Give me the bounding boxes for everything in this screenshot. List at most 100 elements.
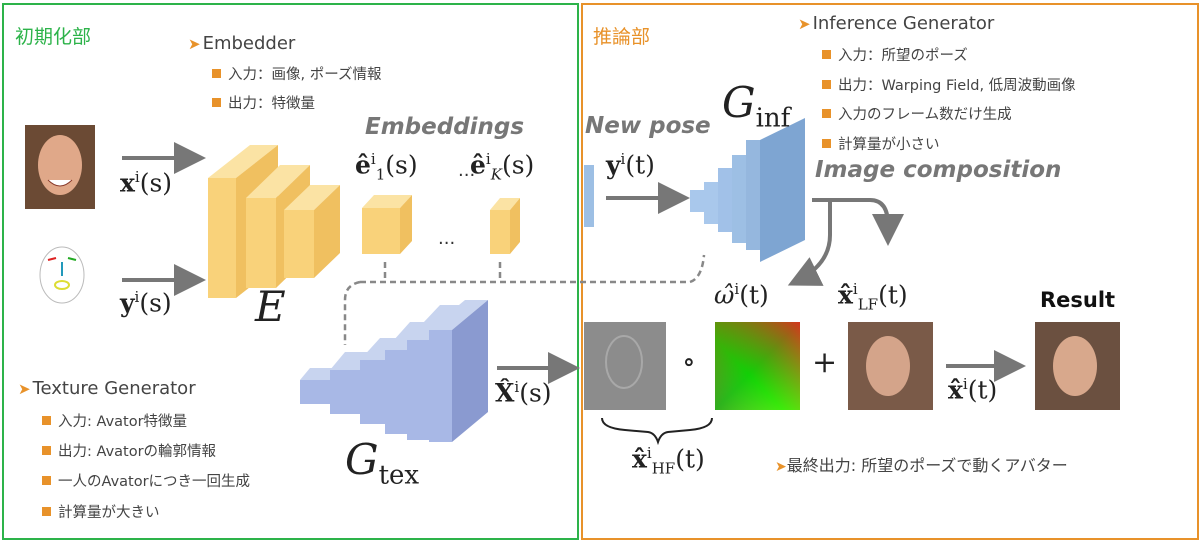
math-base: x̂ <box>632 444 647 474</box>
math-arg: (s) <box>139 288 172 318</box>
pose-landmark-image <box>26 238 101 320</box>
low-frequency-face-image <box>848 322 933 410</box>
square-bullet-icon <box>822 109 831 118</box>
math-base: ω̂ <box>714 280 735 310</box>
math-sup: i <box>134 168 140 186</box>
math-base: x <box>120 168 135 198</box>
math-base: G <box>345 435 379 484</box>
math-arg: (t) <box>967 375 998 405</box>
math-arg: (s) <box>385 150 418 180</box>
high-frequency-image <box>584 322 666 410</box>
math-base: G <box>722 78 756 127</box>
embedder-network-icon <box>208 145 520 298</box>
math-sub: tex <box>378 460 420 491</box>
math-arg: (t) <box>625 150 655 180</box>
compose-operator: ∘ <box>682 345 696 378</box>
square-bullet-icon <box>42 416 51 425</box>
math-arg: (s) <box>519 378 552 408</box>
label-G-inf: Ginf <box>722 78 790 133</box>
math-arg: (t) <box>675 444 705 474</box>
arrow-bullet-icon: ➤ <box>775 459 787 475</box>
square-bullet-icon <box>822 139 831 148</box>
square-bullet-icon <box>42 476 51 485</box>
bullet-text: 出力: Avatorの輪郭情報 <box>58 444 217 460</box>
inference-generator-bullet: 計算量が小さい <box>822 133 940 154</box>
bullet-text: 一人のAvatorにつき一回生成 <box>58 474 251 490</box>
math-base: ê <box>355 150 371 180</box>
math-sub: K <box>490 165 502 184</box>
arrow-bullet-icon: ➤ <box>188 35 201 53</box>
math-arg: (t) <box>739 280 769 310</box>
result-label: Result <box>1040 288 1116 312</box>
math-sub: HF <box>651 459 676 478</box>
math-base: X̂ <box>495 378 515 408</box>
label-x-HF: x̂iHF(t) <box>632 444 705 477</box>
label-y-t: yi(t) <box>606 150 655 179</box>
final-output-note: ➤最終出力: 所望のポーズで動くアバター <box>775 452 1068 476</box>
math-sup: i <box>646 444 652 462</box>
texture-generator-header: ➤Texture Generator <box>18 378 196 399</box>
texture-generator-bullet: 入力: Avator特徴量 <box>42 410 187 431</box>
math-arg: (s) <box>139 168 173 198</box>
arrow-bullet-icon: ➤ <box>18 380 31 398</box>
math-base: ê <box>470 150 486 180</box>
result-face-image <box>1035 322 1120 410</box>
image-composition-arrows <box>787 198 904 286</box>
math-sub: inf <box>755 103 791 134</box>
math-arg: (t) <box>878 280 908 310</box>
arrow-bullet-icon: ➤ <box>798 15 811 33</box>
texture-generator-bullet: 出力: Avatorの輪郭情報 <box>42 440 216 461</box>
inference-generator-bullet: 入力：所望のポーズ <box>822 44 968 65</box>
infer-section-title: 推論部 <box>593 26 651 48</box>
square-bullet-icon <box>42 507 51 516</box>
texture-generator-network-icon <box>300 300 488 442</box>
embedder-header-text: Embedder <box>202 33 296 54</box>
inference-generator-network-icon <box>690 118 805 262</box>
bullet-text: 計算量が大きい <box>58 505 160 521</box>
bullet-text: 出力：Warping Field, 低周波動画像 <box>838 78 1076 94</box>
square-bullet-icon <box>212 98 221 107</box>
plus-operator: + <box>812 345 838 380</box>
image-composition-label: Image composition <box>815 157 1062 183</box>
final-output-text: 最終出力: 所望のポーズで動くアバター <box>786 456 1068 475</box>
math-arg: (s) <box>501 150 535 180</box>
embeddings-label: Embeddings <box>365 114 525 140</box>
bullet-text: 入力: Avator特徴量 <box>58 414 188 430</box>
label-y-s: yi(s) <box>120 288 172 317</box>
math-sup: i <box>734 280 740 298</box>
warping-field-image <box>715 322 800 410</box>
embedder-header: ➤Embedder <box>188 33 295 54</box>
label-x-t: x̂i(t) <box>948 375 997 404</box>
bullet-text: 入力：所望のポーズ <box>838 48 968 64</box>
label-omega-t: ω̂i(t) <box>714 280 769 309</box>
math-sup: i <box>514 378 520 396</box>
texture-generator-bullet: 一人のAvatorにつき一回生成 <box>42 470 250 491</box>
init-section-frame <box>2 3 579 540</box>
square-bullet-icon <box>822 80 831 89</box>
embedder-bullet: 入力：画像, ポーズ情報 <box>212 63 382 84</box>
inference-generator-bullet: 出力：Warping Field, 低周波動画像 <box>822 74 1076 95</box>
math-sup: i <box>962 375 968 393</box>
texture-sliver <box>584 165 594 227</box>
math-sup: i <box>485 150 491 168</box>
math-sub: 1 <box>375 165 386 184</box>
math-base: y <box>120 288 135 318</box>
label-G-tex: Gtex <box>345 435 419 490</box>
ellipsis-blocks: ... <box>438 228 456 249</box>
inference-generator-header: ➤Inference Generator <box>798 13 994 34</box>
label-e1: êi1(s) <box>355 150 418 183</box>
math-base: x̂ <box>948 375 963 405</box>
square-bullet-icon <box>822 50 831 59</box>
texture-generator-bullet: 計算量が大きい <box>42 501 160 522</box>
embedder-bullet-text: 出力：特徴量 <box>228 96 315 112</box>
bullet-text: 計算量が小さい <box>838 137 940 153</box>
embedding-flow-dashed <box>343 254 706 345</box>
source-face-image <box>25 125 95 209</box>
bullet-text: 入力のフレーム数だけ生成 <box>838 107 1012 123</box>
label-E: E <box>255 282 286 331</box>
infer-section-frame <box>581 3 1199 540</box>
math-sup: i <box>852 280 858 298</box>
inference-generator-header-text: Inference Generator <box>812 13 995 34</box>
math-base: y <box>606 150 621 180</box>
